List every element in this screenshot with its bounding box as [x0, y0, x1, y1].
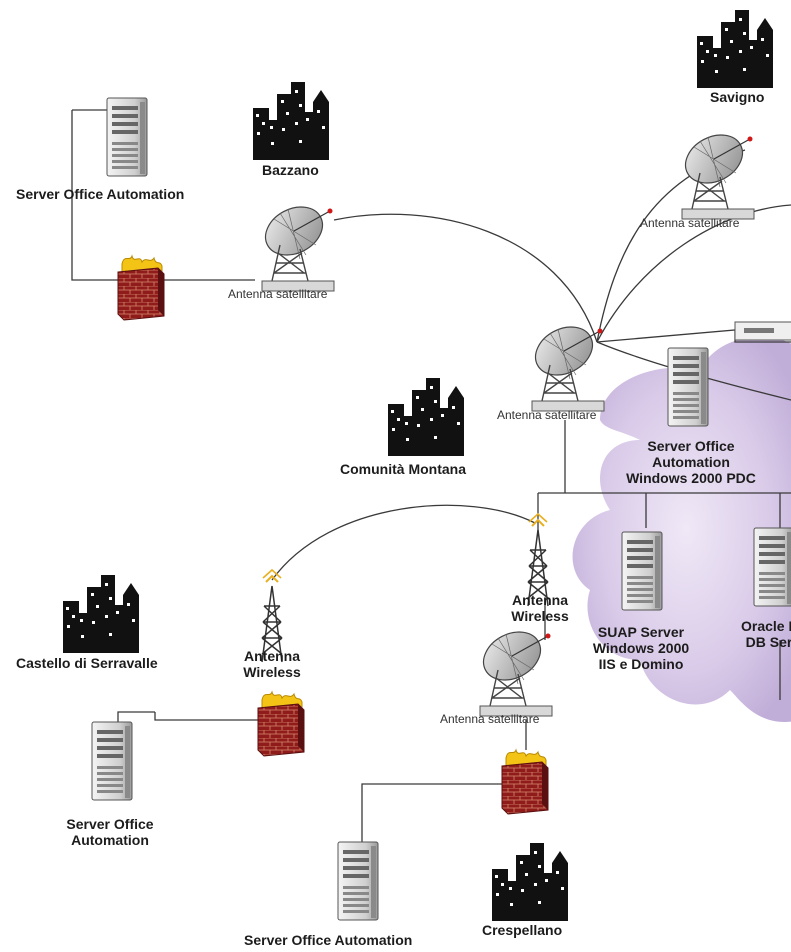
city-castello-di-serravalle-icon [63, 575, 139, 653]
antenna-label-savigno: Antenna satellitare [640, 216, 740, 230]
server-label-serravalle: Server Office Automation [66, 816, 154, 849]
server-label-suap: SUAP Server Windows 2000 IIS e Domino [592, 624, 690, 673]
antenna-label-bazzano: Antenna satellitare [228, 287, 328, 301]
wireless-label-serravalle: Antenna Wireless [243, 648, 301, 681]
server-label-oracle: Oracle L DB Ser [740, 618, 791, 651]
city-label-castello-di-serravalle: Castello di Serravalle [16, 655, 158, 671]
server-pdc-icon [667, 347, 709, 427]
firewall-bazzano-icon [117, 255, 165, 321]
network-cloud [572, 336, 791, 722]
server-label-crespellano: Server Office Automation [244, 932, 413, 948]
satellite-dish-bazzano-icon [256, 196, 335, 292]
antenna-label-comunita: Antenna satellitare [497, 408, 597, 422]
server-label-bazzano: Server Office Automation [16, 186, 185, 202]
wireless-label-comunita: Antenna Wireless [511, 592, 569, 625]
antenna-label-crespellano: Antenna satellitare [440, 712, 540, 726]
server-oracle-icon [753, 527, 791, 607]
satellite-dish-crespellano-icon [474, 621, 553, 717]
city-label-crespellano: Crespellano [482, 922, 563, 938]
city-crespellano-icon [492, 843, 568, 921]
firewall-serravalle-icon [257, 691, 305, 757]
city-savigno-icon [697, 10, 773, 88]
router-icon [734, 321, 791, 341]
city-comunita-montana-icon [388, 378, 464, 456]
server-suap-icon [621, 531, 663, 611]
firewall-crespellano-icon [501, 749, 549, 815]
server-label-pdc: Server Office Automation Windows 2000 PD… [626, 438, 756, 487]
server-crespellano-icon [337, 841, 379, 921]
city-label-savigno: Savigno [710, 89, 765, 105]
city-label-comunita-montana: Comunità Montana [340, 461, 466, 477]
city-bazzano-icon [253, 82, 329, 160]
server-bazzano-icon [106, 97, 148, 177]
satellite-dish-savigno-icon [676, 124, 755, 220]
city-label-bazzano: Bazzano [262, 162, 319, 178]
server-serravalle-icon [91, 721, 133, 801]
